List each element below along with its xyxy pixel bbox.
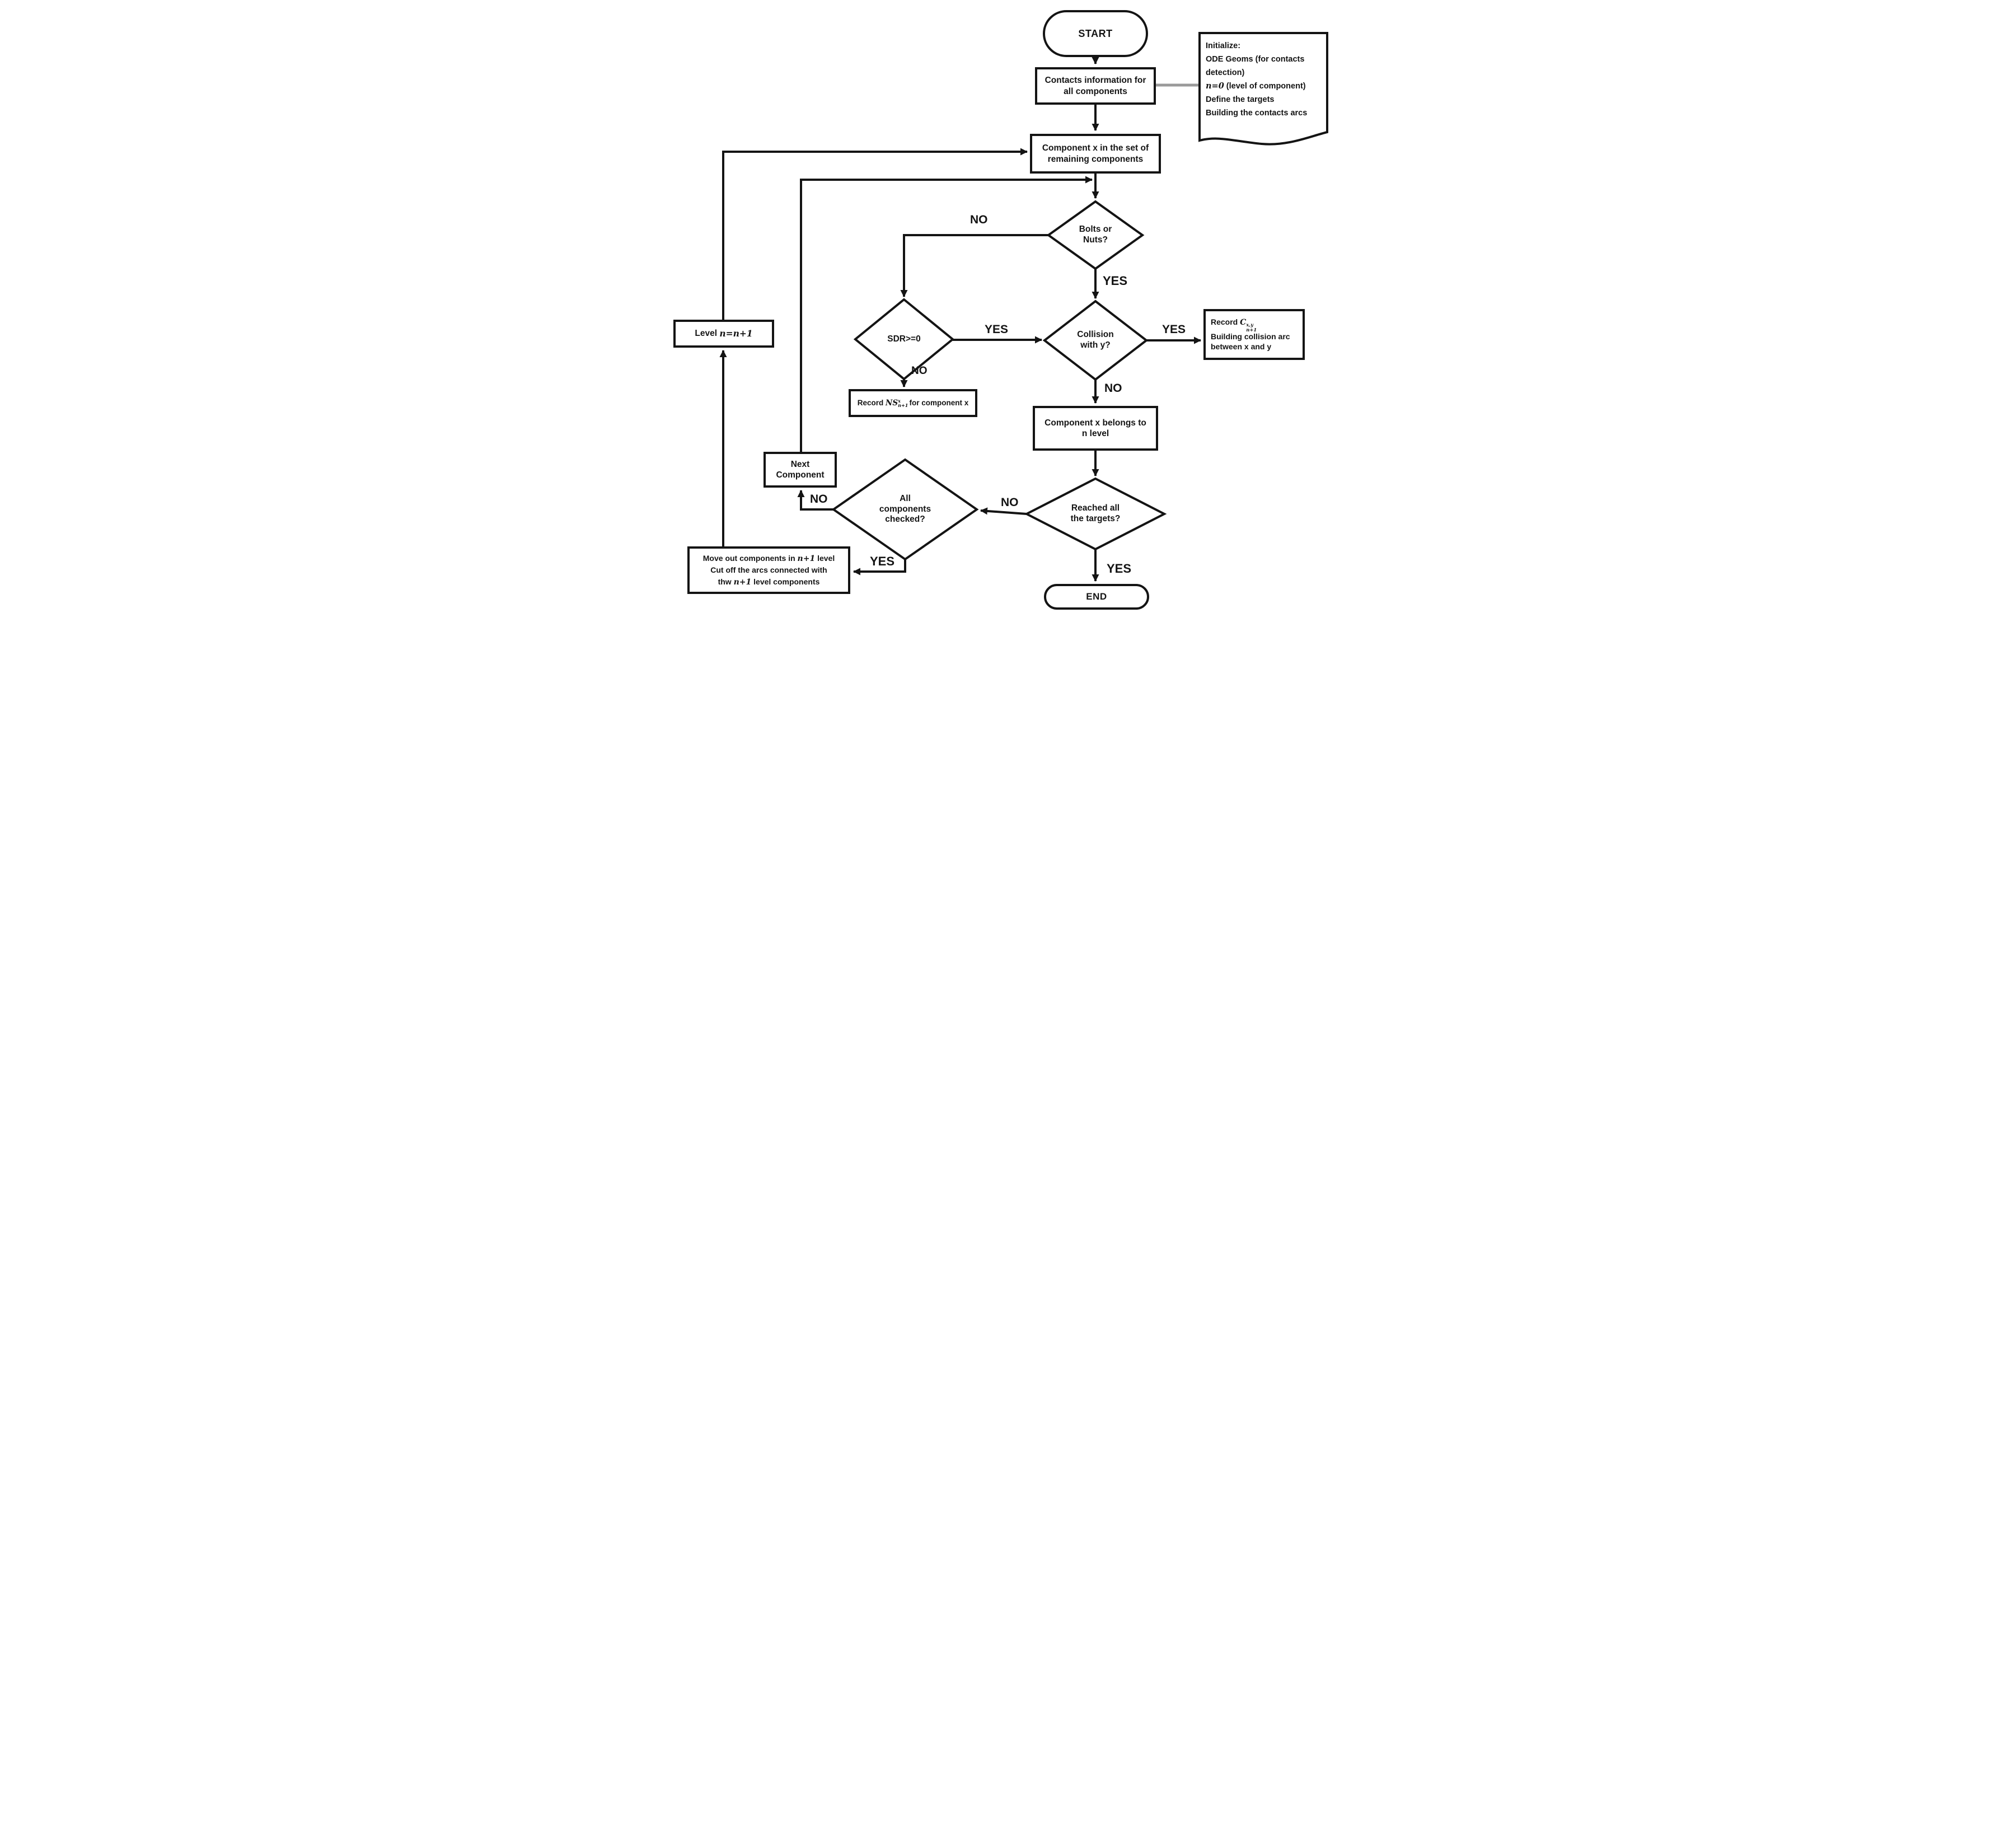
component-set-line2: remaining components	[1047, 154, 1144, 164]
end-label: END	[1086, 591, 1107, 602]
record-ns-symbol: NS	[886, 398, 898, 408]
record-c-prefix: Record	[1211, 317, 1240, 326]
move-out-line3: thw n+1 level components	[718, 577, 820, 587]
start-terminal: START	[1043, 10, 1148, 57]
next-component-line1: Next	[790, 459, 810, 469]
component-belongs-box: Component x belongs to n level	[1033, 406, 1158, 451]
collision-no-label: NO	[1104, 382, 1122, 395]
belongs-line2: n level	[1081, 429, 1109, 438]
note-line: Initialize:	[1206, 41, 1241, 50]
component-set-line1: Component x in the set of	[1042, 143, 1149, 153]
edge-nextcomponent-loop	[800, 176, 1093, 452]
belongs-line1: Component x belongs to	[1045, 418, 1146, 428]
next-component-box: Next Component	[764, 452, 837, 488]
record-c-line2: Building collision arc	[1211, 332, 1290, 341]
record-c-superscript: x,y	[1246, 322, 1254, 328]
reached-yes-label: YES	[1107, 562, 1132, 576]
collision-yes-label: YES	[1162, 323, 1186, 336]
next-component-line2: Component	[776, 470, 825, 480]
flowchart-canvas: Initialize: ODE Geoms (for contacts dete…	[667, 0, 1333, 616]
note-line: detection)	[1206, 68, 1245, 77]
level-expression: n=n+1	[719, 328, 753, 339]
bolts-no-label: NO	[970, 213, 988, 226]
contacts-line2: all components	[1064, 86, 1127, 96]
record-c-symbol: C	[1240, 317, 1247, 327]
note-line: Building the contacts arcs	[1206, 109, 1308, 118]
sdr-no-label: NO	[911, 365, 928, 377]
sdr-diamond	[853, 298, 955, 381]
bolts-or-nuts-diamond	[1046, 200, 1145, 270]
record-ns-subscript: n+1	[898, 403, 908, 408]
contacts-information-box: Contacts information for all components	[1035, 67, 1156, 105]
record-ns-suffix: for component x	[909, 398, 969, 407]
all-checked-yes-label: YES	[870, 554, 895, 568]
reached-all-targets-diamond	[1024, 477, 1167, 551]
initialize-note-text: Initialize: ODE Geoms (for contacts dete…	[1206, 39, 1324, 120]
initialize-note-shape	[1198, 32, 1328, 146]
contacts-line1: Contacts information for	[1045, 76, 1146, 86]
edge-allchecked-no-to-nextcomponent	[797, 490, 833, 511]
all-components-checked-diamond	[831, 458, 979, 561]
edge-bolts-no-to-sdr	[900, 234, 1048, 297]
reached-no-label: NO	[1001, 496, 1019, 509]
note-line: n=0 (level of component)	[1206, 81, 1306, 91]
note-line: Define the targets	[1206, 95, 1275, 104]
sdr-yes-label: YES	[985, 323, 1009, 336]
move-out-line1: Move out components in n+1 level	[702, 554, 835, 564]
level-prefix: Level	[695, 329, 717, 339]
record-ns-superscript: x	[898, 397, 901, 404]
level-increment-box: Level n=n+1	[673, 320, 774, 348]
record-ns-prefix: Record	[857, 398, 884, 407]
flowchart-wires	[719, 32, 1328, 582]
end-terminal: END	[1044, 584, 1149, 610]
edge-allchecked-yes-to-moveout	[853, 559, 906, 576]
start-label: START	[1078, 27, 1113, 39]
collision-diamond	[1042, 300, 1149, 381]
note-line: ODE Geoms (for contacts	[1206, 55, 1305, 64]
all-checked-no-label: NO	[810, 493, 828, 506]
record-c-subscript: n+1	[1246, 326, 1257, 333]
component-in-set-box: Component x in the set of remaining comp…	[1030, 134, 1161, 174]
move-out-components-box: Move out components in n+1 level Cut off…	[687, 546, 850, 594]
edge-level-loop-to-componentset	[722, 148, 1028, 320]
move-out-line2: Cut off the arcs connected with	[710, 565, 827, 575]
record-c-line3: between x and y	[1211, 341, 1272, 351]
bolts-yes-label: YES	[1103, 274, 1128, 288]
edge-reached-no-to-allchecked	[980, 507, 1027, 515]
